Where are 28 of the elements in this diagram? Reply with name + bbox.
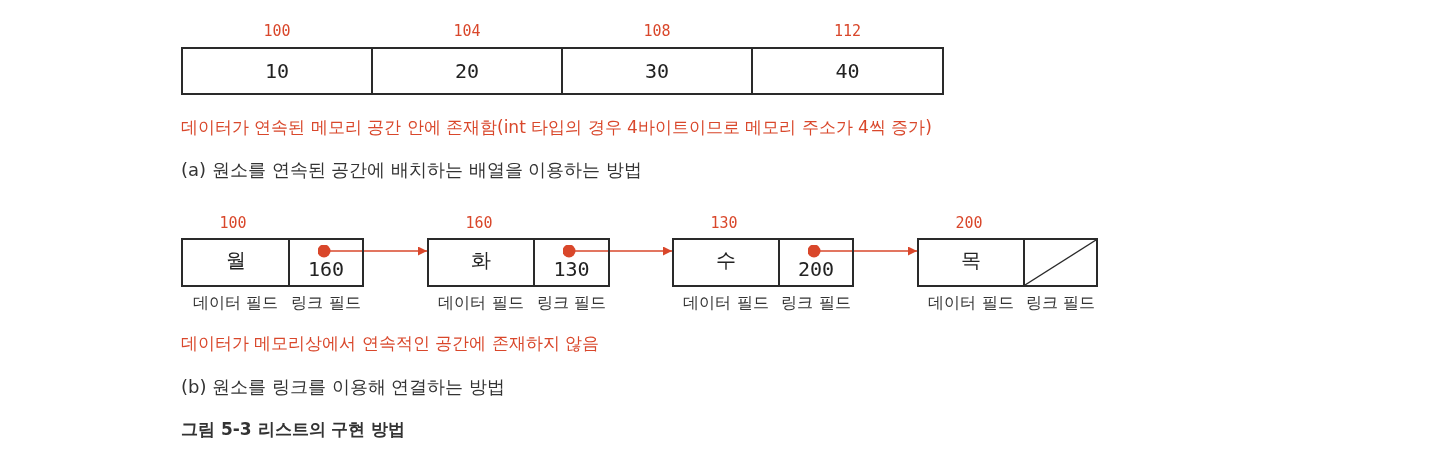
note-text: 데이터가 메모리상에서 연속적인 공간에 존재하지 않음 bbox=[181, 332, 600, 355]
field-label: 링크 필드 bbox=[1025, 293, 1096, 314]
field-label: 링크 필드 bbox=[781, 293, 851, 314]
field-label: 데이터 필드 bbox=[438, 293, 524, 314]
pointer-arrow bbox=[807, 244, 918, 258]
address-label: 130 bbox=[710, 214, 738, 232]
field-label: 데이터 필드 bbox=[928, 293, 1014, 314]
pointer-arrow bbox=[562, 244, 673, 258]
field-label: 데이터 필드 bbox=[192, 293, 279, 314]
pointer-arrow bbox=[317, 244, 428, 258]
subfigure-label: (b) 원소를 링크를 이용해 연결하는 방법 bbox=[181, 375, 506, 399]
address-label: 160 bbox=[465, 214, 493, 232]
note-text: 데이터가 연속된 메모리 공간 안에 존재함(int 타입의 경우 4바이트이므로 메모리 주소가 4씩 증가) bbox=[181, 116, 932, 139]
address-label: 100 bbox=[263, 22, 291, 40]
subfigure-label: (a) 원소를 연속된 공간에 배치하는 배열을 이용하는 방법 bbox=[181, 158, 643, 182]
address-label: 200 bbox=[955, 214, 983, 232]
address-label: 108 bbox=[643, 22, 671, 40]
array-cell: 30 bbox=[561, 47, 753, 95]
address-label: 100 bbox=[219, 214, 247, 232]
array-cell: 40 bbox=[751, 47, 944, 95]
figure-caption: 그림 5-3 리스트의 구현 방법 bbox=[181, 418, 406, 441]
array-cell: 10 bbox=[181, 47, 373, 95]
array-cell: 20 bbox=[371, 47, 563, 95]
field-label: 데이터 필드 bbox=[683, 293, 769, 314]
field-label: 링크 필드 bbox=[291, 293, 361, 314]
address-label: 112 bbox=[833, 22, 862, 40]
address-label: 104 bbox=[453, 22, 481, 40]
field-label: 링크 필드 bbox=[536, 293, 607, 314]
